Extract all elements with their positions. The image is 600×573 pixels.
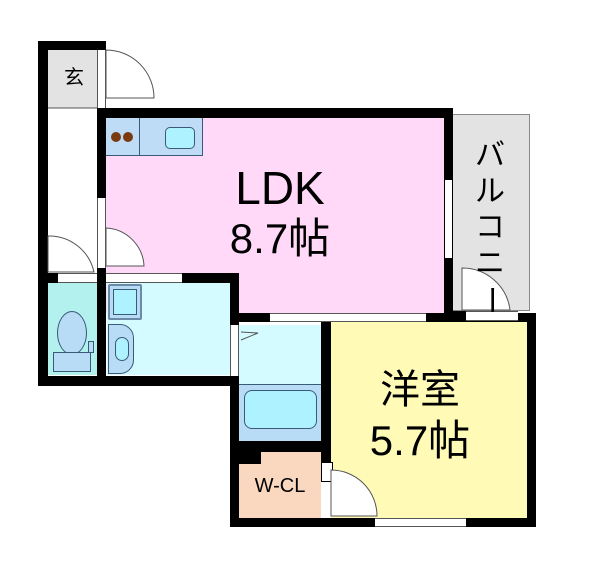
balcony-char: ル: [475, 175, 505, 208]
entrance-label: 玄: [64, 67, 84, 89]
balcony-char: コ: [475, 211, 505, 244]
balcony-char-long: ー: [474, 285, 507, 315]
balcony-char: バ: [475, 139, 505, 172]
entrance-floor: [48, 50, 100, 108]
closet-notch: [239, 452, 261, 464]
ldk-name: LDK: [235, 162, 325, 214]
bathtub-icon: [244, 390, 317, 429]
stove-burner-icon: [123, 132, 133, 142]
wall-corridor-right-lower: [97, 268, 106, 386]
washing-machine-icon: [108, 284, 142, 320]
wall-bath-right: [321, 322, 331, 462]
ldk-size: 8.7帖: [229, 215, 331, 262]
toilet-door-gap: [58, 273, 97, 283]
wall-ldk-bottom-left: [230, 313, 270, 322]
western-room-name: 洋室: [380, 368, 460, 412]
counter-divider: [139, 118, 140, 156]
wall-bottom-left: [38, 376, 239, 386]
wall-right: [527, 313, 536, 527]
wall-toilet-top: [38, 273, 58, 283]
wall-bath-mid: [230, 441, 330, 452]
sliding-door-wash: [106, 273, 182, 283]
bath-door-gap: [230, 325, 239, 376]
wall-wash-right: [230, 273, 239, 325]
toilet-bowl-icon: [57, 311, 87, 355]
wall-balcony-bottom-left: [444, 311, 466, 321]
window-western-bottom: [375, 518, 466, 527]
wall-wash-top-right: [182, 273, 239, 283]
balcony-char: ニ: [475, 247, 505, 280]
window-ldk-right: [444, 180, 453, 258]
bath-separator: [239, 384, 321, 385]
wall-entrance-right: [97, 108, 106, 198]
wash-basin-icon: [108, 324, 134, 374]
stove-burner-icon: [111, 132, 121, 142]
wall-bottom-right: [466, 518, 536, 527]
toilet-tank-icon: [53, 352, 91, 372]
western-room-size: 5.7帖: [369, 417, 471, 464]
sliding-door-western: [270, 313, 426, 322]
wall-ldk-right-bottom: [444, 258, 453, 320]
wall-bottom: [230, 518, 375, 527]
kitchen-sink-icon: [165, 127, 195, 149]
wall-ldk-right-top: [444, 108, 453, 180]
wall-left: [38, 41, 48, 386]
balcony-label: バ ル コ ニ ー: [470, 138, 510, 318]
wall-entrance-top: [38, 41, 106, 50]
balcony-door-gap: [466, 311, 518, 321]
wall-ldk-top: [97, 108, 453, 118]
walk-in-closet-label: W-CL: [254, 475, 306, 497]
toilet-paper-icon: [88, 341, 94, 353]
